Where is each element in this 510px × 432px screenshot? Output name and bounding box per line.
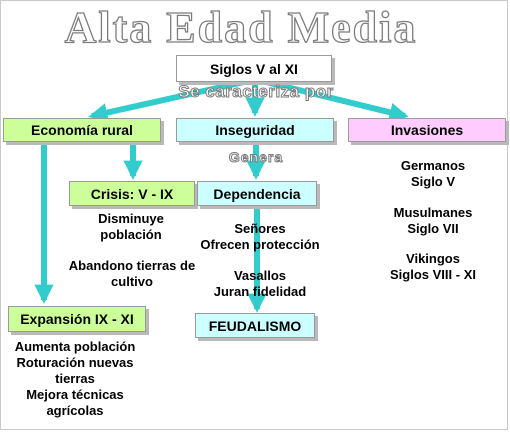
expansion-label: Expansión IX - XI [20, 311, 134, 327]
top-period-box: Siglos V al XI [176, 55, 332, 82]
crisis-note-1: Disminuye [98, 211, 164, 226]
expansion-note-1: Aumenta población [14, 339, 136, 354]
title-text: Alta Edad Media [65, 3, 418, 52]
crisis-box: Crisis: V - IX [69, 181, 195, 206]
crisis-label: Crisis: V - IX [90, 185, 174, 202]
top-period-label: Siglos V al XI [210, 60, 298, 77]
feudalismo-label: FEUDALISMO [208, 317, 302, 334]
arrow-top-to-economia [88, 79, 245, 123]
invasiones-note-4: Siglo VII [407, 221, 459, 236]
crisis-note-4: cultivo [111, 274, 153, 289]
dependencia-label: Dependencia [213, 185, 301, 202]
invasiones-note-5: Vikingos [406, 251, 460, 266]
invasiones-label: Invasiones [390, 122, 464, 138]
invasiones-note-2: Siglo V [410, 174, 456, 189]
invasiones-box: Invasiones [348, 118, 506, 142]
dependencia-note-2: Ofrecen protección [200, 237, 320, 252]
expansion-note-2: Roturación nuevas [16, 355, 134, 370]
expansion-box: Expansión IX - XI [8, 306, 146, 332]
dependencia-note-1: Señores [234, 221, 286, 236]
dependencia-note-4: Juran fidelidad [213, 284, 307, 299]
economia-box: Economía rural [3, 118, 161, 142]
expansion-note-4: Mejora técnicas [26, 387, 124, 402]
crisis-note-3: Abandono tierras de [68, 258, 196, 273]
economia-label: Economía rural [31, 122, 133, 138]
crisis-note-2: población [100, 227, 162, 242]
expansion-note-3: tierras [55, 371, 95, 386]
inseguridad-box: Inseguridad [176, 118, 334, 142]
inseguridad-label: Inseguridad [215, 122, 295, 138]
connector-label: Se caracteriza por [178, 82, 334, 102]
invasiones-note-1: Germanos [400, 158, 466, 173]
arrow-top-to-invasiones [265, 79, 409, 122]
feudalismo-box: FEUDALISMO [195, 313, 315, 338]
dependencia-box: Dependencia [197, 181, 317, 206]
generates-label: Genera [228, 149, 284, 166]
dependencia-note-3: Vasallos [233, 268, 287, 283]
invasiones-note-6: Siglos VIII - XI [390, 267, 476, 282]
page-title: Alta Edad Media [0, 2, 510, 52]
expansion-note-5: agrícolas [46, 403, 104, 418]
invasiones-note-3: Musulmanes [393, 205, 473, 220]
